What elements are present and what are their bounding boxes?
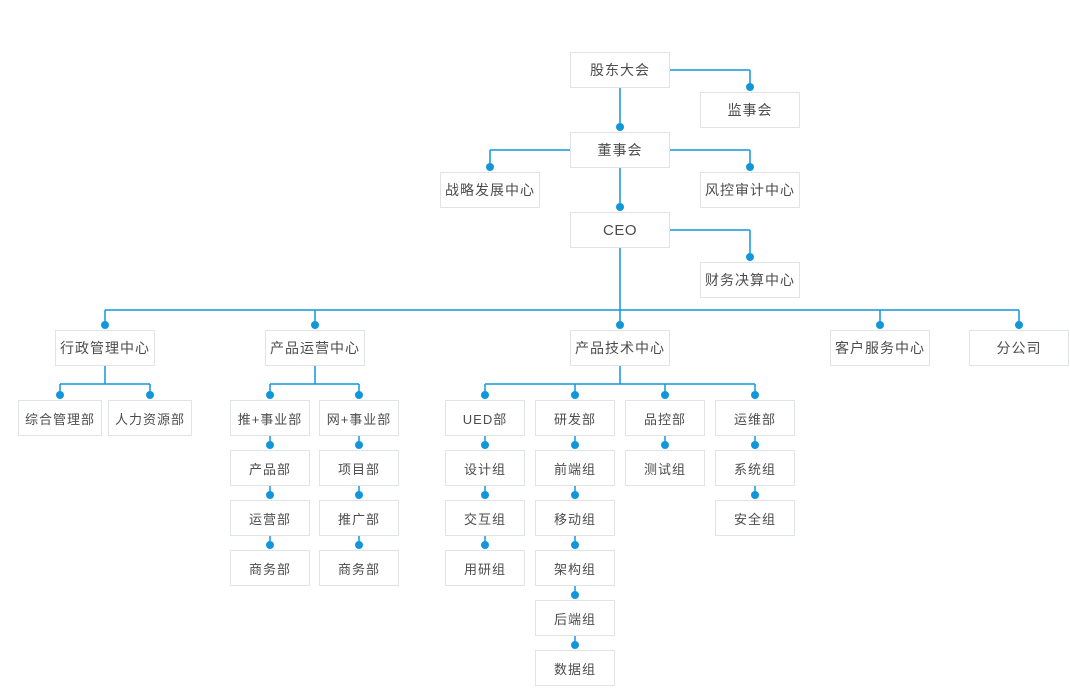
connector-dot (616, 203, 624, 211)
connector-dot (571, 491, 579, 499)
org-node-user-research-group: 用研组 (445, 550, 525, 586)
org-node-design-group: 设计组 (445, 450, 525, 486)
org-node-mobile-group: 移动组 (535, 500, 615, 536)
connector-dot (56, 391, 64, 399)
connector-dot (355, 441, 363, 449)
org-node-branch-company: 分公司 (969, 330, 1069, 366)
connector-dot (746, 83, 754, 91)
org-node-risk-audit: 风控审计中心 (700, 172, 800, 208)
org-node-ops-maintenance-dept: 运维部 (715, 400, 795, 436)
connector-dot (481, 441, 489, 449)
org-node-strategy: 战略发展中心 (440, 172, 540, 208)
connector-dot (355, 391, 363, 399)
org-node-data-group: 数据组 (535, 650, 615, 686)
org-node-supervisory: 监事会 (700, 92, 800, 128)
connector-dot (661, 441, 669, 449)
connector-dot (311, 321, 319, 329)
connector-dot (661, 391, 669, 399)
org-node-product-ops-center: 产品运营中心 (265, 330, 365, 366)
connector-dot (571, 641, 579, 649)
connector-dot (751, 391, 759, 399)
connector-dot (571, 441, 579, 449)
org-node-shareholders: 股东大会 (570, 52, 670, 88)
connector-dot (616, 321, 624, 329)
connector-dot (571, 541, 579, 549)
connector-dot (146, 391, 154, 399)
org-node-admin-center: 行政管理中心 (55, 330, 155, 366)
connector-dot (746, 163, 754, 171)
connector-dot (266, 541, 274, 549)
org-node-board: 董事会 (570, 132, 670, 168)
connector-dot (1015, 321, 1023, 329)
connector-dot (571, 391, 579, 399)
org-node-product-tech-center: 产品技术中心 (570, 330, 670, 366)
connector-dot (101, 321, 109, 329)
org-node-wang-division: 网+事业部 (319, 400, 399, 436)
org-node-operations-dept: 运营部 (230, 500, 310, 536)
org-node-tui-division: 推+事业部 (230, 400, 310, 436)
org-node-rd-dept: 研发部 (535, 400, 615, 436)
org-node-general-admin-dept: 综合管理部 (18, 400, 102, 436)
org-node-interaction-group: 交互组 (445, 500, 525, 536)
connector-dot (616, 123, 624, 131)
org-node-business-dept-2: 商务部 (319, 550, 399, 586)
org-node-backend-group: 后端组 (535, 600, 615, 636)
connector-dot (355, 491, 363, 499)
org-node-security-group: 安全组 (715, 500, 795, 536)
org-node-customer-service-center: 客户服务中心 (830, 330, 930, 366)
connector-dot (266, 391, 274, 399)
org-node-system-group: 系统组 (715, 450, 795, 486)
org-node-finance: 财务决算中心 (700, 262, 800, 298)
org-node-product-dept: 产品部 (230, 450, 310, 486)
org-node-ceo: CEO (570, 212, 670, 248)
org-node-hr-dept: 人力资源部 (108, 400, 192, 436)
connector-dot (751, 491, 759, 499)
connector-dot (481, 491, 489, 499)
connector-dot (481, 391, 489, 399)
connector-dot (266, 441, 274, 449)
connector-dot (481, 541, 489, 549)
connector-dot (266, 491, 274, 499)
connector-dot (876, 321, 884, 329)
connector-dot (751, 441, 759, 449)
connector-dot (746, 253, 754, 261)
org-node-ued-dept: UED部 (445, 400, 525, 436)
org-node-frontend-group: 前端组 (535, 450, 615, 486)
connector-dot (355, 541, 363, 549)
connector-dot (571, 591, 579, 599)
org-node-promotion-dept: 推广部 (319, 500, 399, 536)
connector-dot (486, 163, 494, 171)
org-node-architecture-group: 架构组 (535, 550, 615, 586)
org-node-qc-dept: 品控部 (625, 400, 705, 436)
org-node-testing-group: 测试组 (625, 450, 705, 486)
org-node-project-dept: 项目部 (319, 450, 399, 486)
org-node-business-dept-1: 商务部 (230, 550, 310, 586)
